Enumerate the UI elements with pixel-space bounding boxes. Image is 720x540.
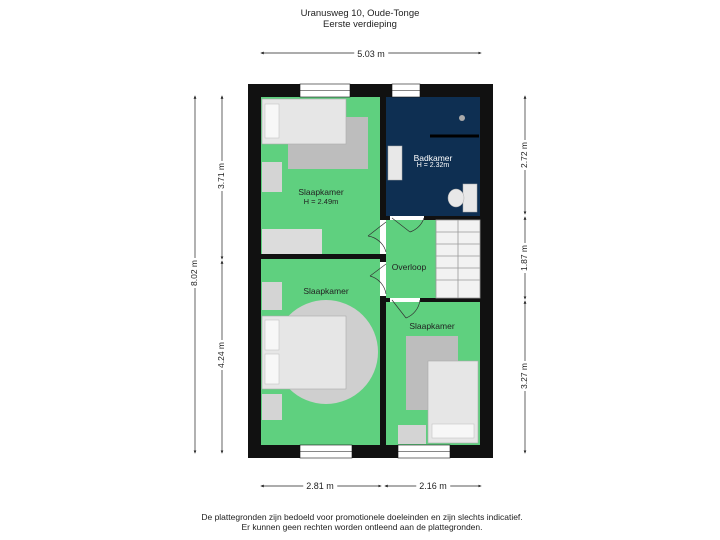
door-opening-bedroom-1 xyxy=(380,220,386,254)
desk-bedroom-1 xyxy=(262,229,322,254)
door-opening-bedroom-2 xyxy=(380,262,386,296)
door-opening-bathroom xyxy=(390,216,424,220)
landing-floor xyxy=(386,220,436,298)
pillow-bedroom-3 xyxy=(431,423,475,439)
room-label-landing: Overloop xyxy=(391,262,427,272)
dim-left-lower-label: 4.24 m xyxy=(216,340,226,370)
pillow-bedroom-2b xyxy=(264,353,280,385)
room-label-bedroom-3: Slaapkamer xyxy=(409,321,455,331)
floor-title: Eerste verdieping xyxy=(323,19,397,30)
sink xyxy=(387,145,403,181)
footer-disclaimer-line2: Er kunnen geen rechten worden ontleend a… xyxy=(241,522,483,532)
pillow-bedroom-2a xyxy=(264,319,280,351)
dim-bottom-right-label: 2.16 m xyxy=(416,481,450,491)
nightstand-bedroom-1 xyxy=(262,162,282,192)
door-swing-bedroom-2 xyxy=(369,263,387,295)
door-swing-bedroom-3 xyxy=(391,299,421,319)
room-label-bedroom-2: Slaapkamer xyxy=(303,286,349,296)
footer-disclaimer-line1: De plattegronden zijn bedoeld voor promo… xyxy=(201,512,523,522)
dim-left-total-label: 8.02 m xyxy=(189,258,199,288)
door-swing-bedroom-1 xyxy=(367,221,387,253)
toilet xyxy=(462,183,478,213)
nightstand-bedroom-2b xyxy=(262,394,282,420)
room-height-bathroom: H = 2.32m xyxy=(416,162,450,169)
dim-left-upper-label: 3.71 m xyxy=(216,161,226,191)
dim-right-lower-label: 3.27 m xyxy=(519,361,529,391)
nightstand-bedroom-2a xyxy=(262,282,282,310)
window-glazing xyxy=(300,90,450,452)
dim-right-middle-label: 1.87 m xyxy=(519,243,529,273)
staircase xyxy=(435,219,481,299)
dim-bottom-left-label: 2.81 m xyxy=(303,481,337,491)
room-label-bathroom: Badkamer xyxy=(413,153,453,163)
room-label-bedroom-1: Slaapkamer xyxy=(298,187,344,197)
door-swing-bathroom xyxy=(391,217,425,233)
nightstand-bedroom-3 xyxy=(398,425,426,444)
doors xyxy=(367,216,425,319)
pillow-bedroom-1 xyxy=(264,103,280,139)
room-height-bedroom-1: H = 2.49m xyxy=(303,197,339,206)
shower-head xyxy=(459,115,465,121)
address-title: Uranusweg 10, Oude-Tonge xyxy=(300,8,420,19)
toilet-bowl xyxy=(447,188,465,208)
dim-top-label: 5.03 m xyxy=(354,49,388,59)
door-opening-bedroom-3 xyxy=(390,298,420,302)
dim-right-upper-label: 2.72 m xyxy=(519,140,529,170)
